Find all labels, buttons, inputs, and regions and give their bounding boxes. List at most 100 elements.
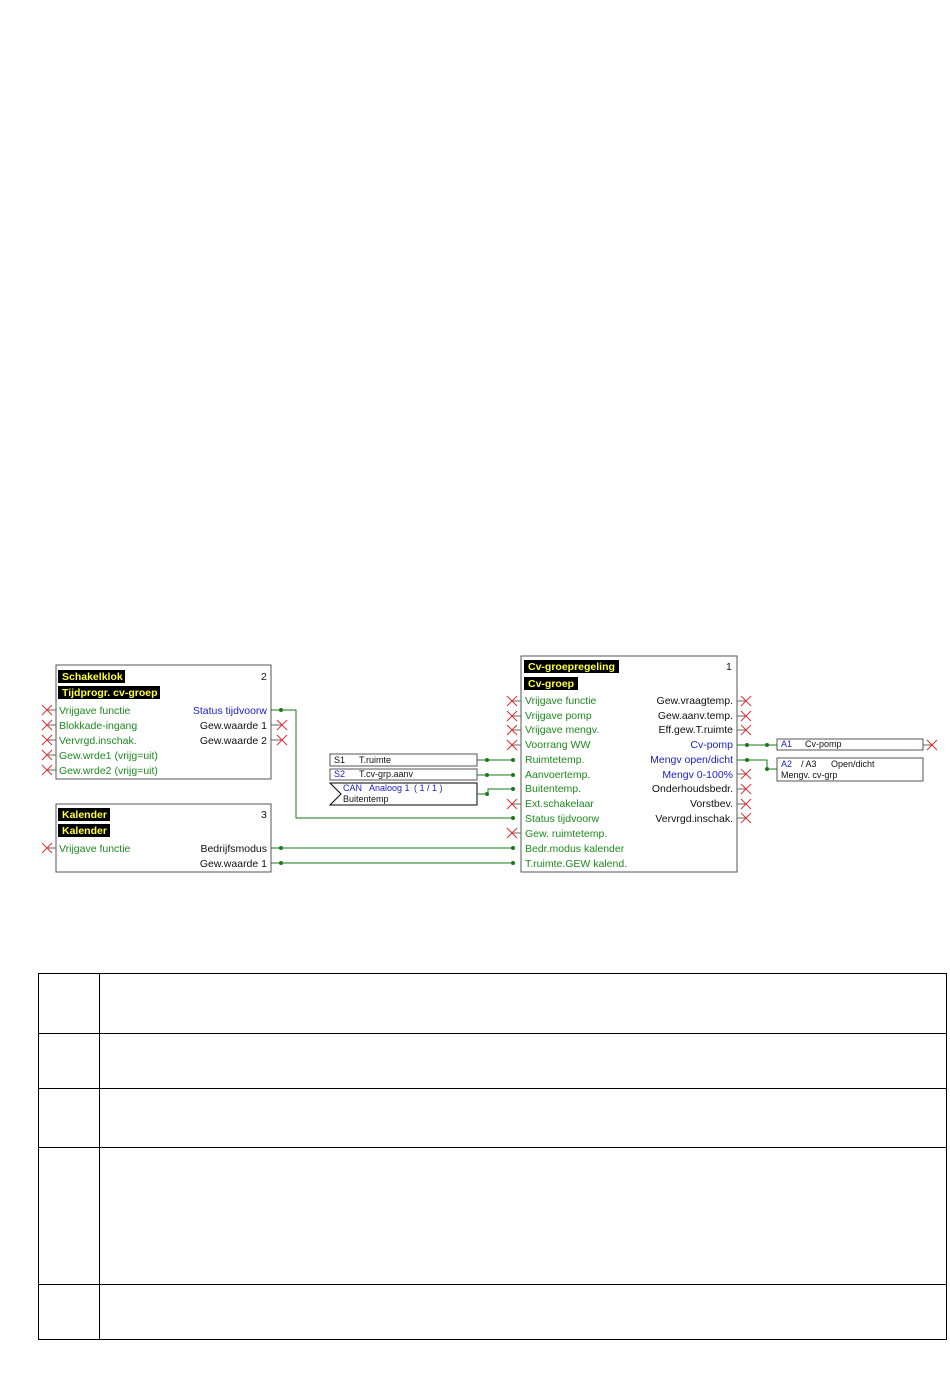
output-name: Mengv. cv-grp [781,770,837,780]
table-cell [38,1088,100,1148]
cvgroep-input: Vrijgave mengv. [525,724,599,736]
connections [271,708,933,865]
unconnected-x-icon [737,783,752,795]
table-cell [38,1284,100,1340]
unconnected-x-icon [506,827,521,839]
unconnected-x-icon [41,704,56,716]
unconnected-x-icon [271,734,288,746]
schakelklok-input: Gew.wrde2 (vrijg=uit) [59,765,158,777]
unconnected-x-icon [506,739,521,751]
unconnected-x-icon [41,842,56,854]
kalender-number: 3 [261,809,267,821]
can-input[interactable]: CAN Analoog 1 ( 1 / 1 ) Buitentemp [328,782,478,806]
table-cell [38,1033,100,1089]
cvgroep-output: Gew.vraagtemp. [657,695,733,707]
schakelklok-block[interactable]: Schakelklok Tijdprogr. cv-groep 2 Vrijga… [55,664,272,780]
schakelklok-input: Gew.wrde1 (vrijg=uit) [59,750,158,762]
sensor-s1[interactable]: S1 T.ruimte [329,753,478,767]
kalender-block[interactable]: Kalender Kalender 3 Vrijgave functie Bed… [55,803,272,873]
table-row [38,1033,947,1089]
table-row [38,1088,947,1148]
schakelklok-output: Status tijdvoorw [193,705,268,717]
unconnected-x-icon [737,695,752,707]
cvgroep-input: Ext.schakelaar [525,798,594,810]
output-a2-a3[interactable]: A2 / A3 Open/dicht Mengv. cv-grp [776,757,924,782]
unconnected-x-icon [41,749,56,761]
table-row [38,973,947,1034]
function-diagram: Schakelklok Tijdprogr. cv-groep 2 Vrijga… [41,655,938,873]
cvgroep-input: Status tijdvoorw [525,813,600,825]
cvgroep-output: Vervrgd.inschak. [655,813,733,825]
cvgroep-input: Vrijgave pomp [525,710,592,722]
sensor-name: T.cv-grp.aanv [359,769,414,779]
schakelklok-input: Vrijgave functie [59,705,131,717]
cvgroep-input: Buitentemp. [525,783,581,795]
cvgroep-input: Voorrang WW [525,739,590,751]
can-index: ( 1 / 1 ) [414,783,443,793]
kalender-title: Kalender [62,809,107,821]
output-name: Cv-pomp [805,739,842,749]
table-cell [99,973,947,1034]
unconnected-x-icon [737,710,752,722]
output-a1[interactable]: A1 Cv-pomp [776,738,924,751]
schakelklok-title: Schakelklok [62,671,123,683]
schakelklok-input: Vervrgd.inschak. [59,735,137,747]
cvgroep-input: Bedr.modus kalender [525,843,625,855]
cvgroep-input: Aanvoertemp. [525,769,590,781]
cvgroep-title: Cv-groepregeling [528,661,615,673]
cvgroep-output: Mengv open/dicht [650,754,733,766]
sensor-s2[interactable]: S2 T.cv-grp.aanv [329,768,478,781]
cvgroep-input: Ruimtetemp. [525,754,585,766]
unconnected-x-icon [506,724,521,736]
output-id: A1 [781,739,792,749]
table-cell [99,1284,947,1340]
output-id: A2 [781,759,792,769]
cvgroep-input: Gew. ruimtetemp. [525,828,607,840]
unconnected-x-icon [737,768,752,780]
cvgroep-input: T.ruimte.GEW kalend. [525,858,627,870]
unconnected-x-icon [41,764,56,776]
unconnected-x-icon [506,710,521,722]
cvgroep-output: Gew.aanv.temp. [658,710,733,722]
unconnected-x-icon [41,719,56,731]
unconnected-markers [41,695,938,854]
unconnected-x-icon [506,798,521,810]
wire-can [477,788,515,795]
sensor-name: T.ruimte [359,755,391,765]
table-cell [99,1088,947,1148]
cvgroep-output: Mengv 0-100% [662,769,733,781]
schakelklok-output: Gew.waarde 2 [200,735,267,747]
kalender-output: Bedrijfsmodus [200,843,267,855]
output-mode: Open/dicht [831,759,875,769]
table-row [38,1284,947,1340]
output-id2: / A3 [801,759,817,769]
table-cell [38,1147,100,1285]
notes-table [38,973,947,1340]
sensor-id: S1 [334,755,345,765]
cvgroep-output: Vorstbev. [690,798,733,810]
table-cell [99,1147,947,1285]
sensor-id: S2 [334,769,345,779]
can-name: Buitentemp [343,794,389,804]
unconnected-x-icon [737,724,752,736]
unconnected-x-icon [737,812,752,824]
kalender-input: Vrijgave functie [59,843,131,855]
kalender-subtitle: Kalender [62,825,107,837]
schakelklok-output: Gew.waarde 1 [200,720,267,732]
schakelklok-subtitle: Tijdprogr. cv-groep [62,687,157,699]
cvgroep-output: Eff.gew.T.ruimte [658,724,733,736]
table-row [38,1147,947,1285]
cvgroep-block[interactable]: Cv-groepregeling Cv-groep 1 Vrijgave fun… [520,655,738,873]
unconnected-x-icon [41,734,56,746]
can-id: CAN [343,783,362,793]
cvgroep-output: Onderhoudsbedr. [652,783,733,795]
schakelklok-input: Blokkade-ingang [59,720,137,732]
cvgroep-input: Vrijgave functie [525,695,597,707]
wire-mengv [737,759,777,770]
can-channel: Analoog 1 [369,783,410,793]
unconnected-x-icon [271,719,288,731]
table-cell [99,1033,947,1089]
unconnected-x-icon [506,695,521,707]
schakelklok-number: 2 [261,671,267,683]
table-cell [38,973,100,1034]
